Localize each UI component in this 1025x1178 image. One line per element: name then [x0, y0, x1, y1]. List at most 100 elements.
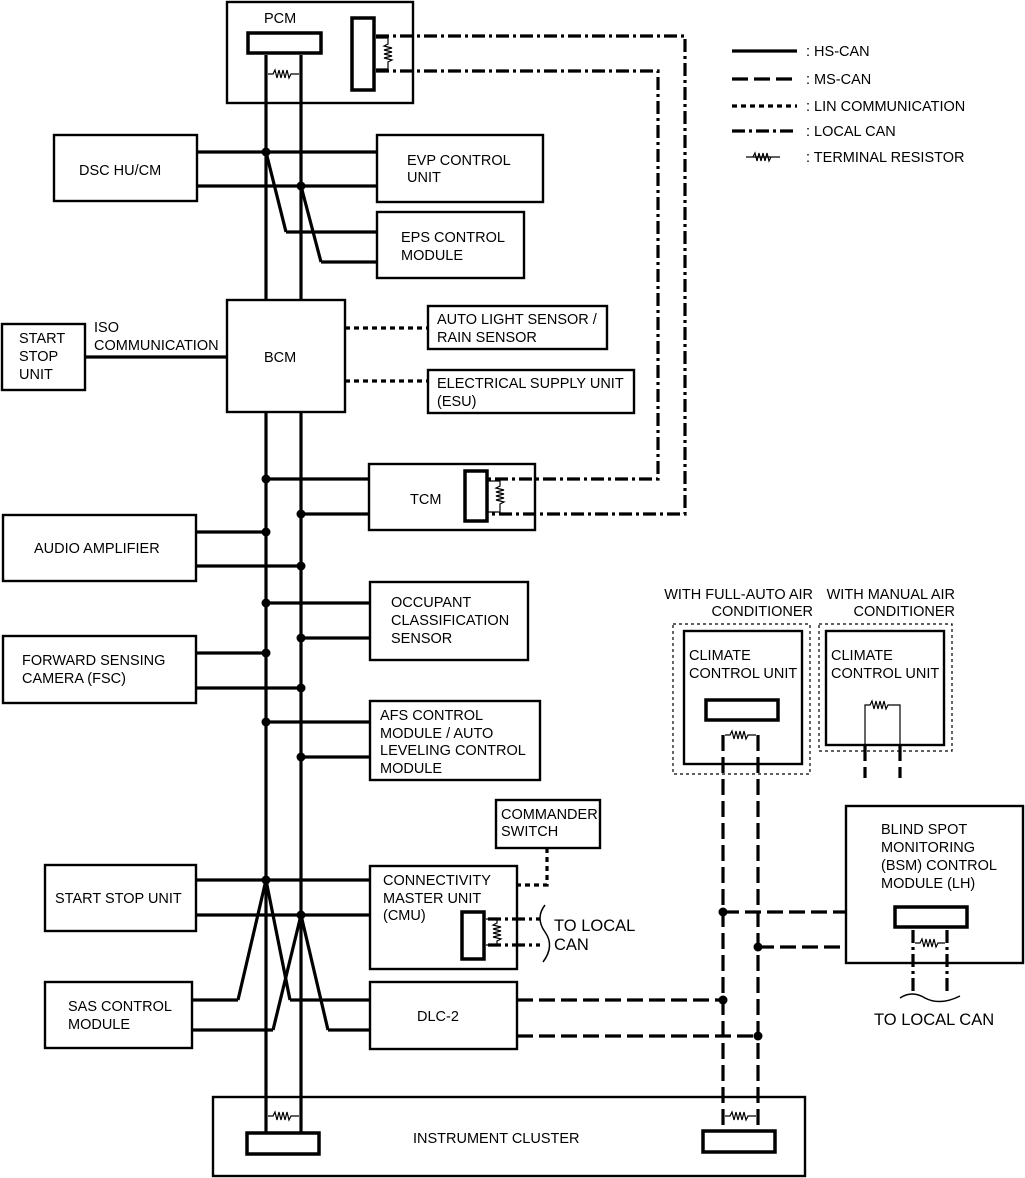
tcm-local-connector-icon — [463, 469, 489, 523]
dlc2-label: DLC-2 — [417, 1009, 459, 1025]
bsm-to-local-can-label: TO LOCAL CAN — [874, 1011, 994, 1029]
sas-label-1: SAS CONTROL — [68, 999, 172, 1015]
start-stop-unit-label: START STOP UNIT — [55, 891, 182, 907]
climate-b-terminal-resistor-icon — [864, 699, 901, 745]
legend-lin-label: : LIN COMMUNICATION — [806, 99, 965, 115]
terminal-resistor-icons — [268, 37, 945, 1122]
pcm-local-connector-icon — [350, 16, 376, 92]
eps-box — [375, 210, 526, 280]
cmu-to-local-can-label-2: CAN — [554, 936, 589, 954]
occupant-label-2: CLASSIFICATION — [391, 613, 509, 629]
legend: : HS-CAN : MS-CAN : LIN COMMUNICATION : … — [732, 44, 965, 166]
legend-hs-can-label: : HS-CAN — [806, 44, 870, 60]
legend-ms-can-label: : MS-CAN — [806, 72, 871, 88]
cmu-local-terminal-resistor-icon — [486, 918, 503, 946]
lin-lines — [345, 326, 549, 887]
afs-label-3: LEVELING CONTROL — [380, 743, 526, 759]
evp-box — [375, 133, 545, 204]
cluster-hs-terminal-resistor-icon — [268, 1110, 299, 1122]
audio-amp-label: AUDIO AMPLIFIER — [34, 541, 160, 557]
fsc-label-2: CAMERA (FSC) — [22, 671, 126, 687]
occupant-label-1: OCCUPANT — [391, 595, 471, 611]
bsm-label-1: BLIND SPOT — [881, 822, 967, 838]
esu-label-2: (ESU) — [437, 394, 476, 410]
cmu-label-2: MASTER UNIT — [383, 891, 481, 907]
start-stop-left-label-3: UNIT — [19, 367, 53, 383]
legend-local-can-label: : LOCAL CAN — [806, 124, 896, 140]
iso-label-2: COMMUNICATION — [94, 338, 219, 354]
dsc-box — [52, 133, 199, 203]
cmu-label-1: CONNECTIVITY — [383, 873, 491, 889]
legend-terminal-resistor-label: : TERMINAL RESISTOR — [806, 150, 964, 166]
commander-label-1: COMMANDER — [501, 807, 598, 823]
climate-b-label-1: CLIMATE — [831, 648, 893, 664]
pcm-label: PCM — [264, 11, 296, 27]
cluster-ms-connector-icon — [701, 1129, 777, 1154]
evp-label-2: UNIT — [407, 170, 441, 186]
connector-icons — [245, 16, 969, 1156]
terminal-resistor-icon — [746, 151, 780, 163]
pcm-hs-connector-icon — [246, 31, 323, 55]
instrument-cluster-label: INSTRUMENT CLUSTER — [413, 1131, 580, 1147]
esu-box — [426, 368, 636, 415]
full-auto-variant-frame — [672, 623, 811, 775]
cmu-label-3: (CMU) — [383, 908, 426, 924]
fsc-label-1: FORWARD SENSING — [22, 653, 165, 669]
manual-label-2: CONDITIONER — [854, 604, 956, 620]
cmu-local-connector-icon — [460, 910, 486, 961]
afs-label-4: MODULE — [380, 761, 442, 777]
fsc-box — [1, 634, 198, 705]
dsc-label: DSC HU/CM — [79, 163, 161, 179]
cluster-hs-connector-icon — [245, 1131, 321, 1156]
full-auto-label-1: WITH FULL-AUTO AIR — [664, 587, 813, 603]
afs-box — [368, 699, 542, 782]
pcm-hs-terminal-resistor-icon — [268, 68, 299, 80]
iso-label-1: ISO — [94, 320, 119, 336]
occupant-label-3: SENSOR — [391, 631, 452, 647]
occupant-box — [368, 580, 530, 662]
bcm-box — [225, 298, 347, 414]
hs-can-bus — [85, 55, 377, 1132]
climate-a-label-1: CLIMATE — [689, 648, 751, 664]
eps-label-2: MODULE — [401, 248, 463, 264]
climate-a-label-2: CONTROL UNIT — [689, 666, 797, 682]
start-stop-unit-box — [43, 863, 198, 933]
bsm-to-local-can-brace-icon — [899, 993, 961, 1003]
start-stop-left-box — [0, 322, 87, 392]
start-stop-left-label-2: STOP — [19, 349, 58, 365]
tcm-label: TCM — [410, 492, 441, 508]
start-stop-left-label-1: START — [19, 331, 65, 347]
evp-label-1: EVP CONTROL — [407, 153, 511, 169]
afs-label-1: AFS CONTROL — [380, 708, 483, 724]
full-auto-label-2: CONDITIONER — [712, 604, 814, 620]
climate-a-box — [682, 629, 804, 766]
auto-light-box — [426, 304, 609, 351]
commander-box — [494, 798, 602, 850]
cmu-to-local-can-brace-icon — [539, 904, 551, 963]
sas-label-2: MODULE — [68, 1017, 130, 1033]
eps-label-1: EPS CONTROL — [401, 230, 505, 246]
tcm-box — [367, 462, 537, 532]
manual-variant-frame — [818, 623, 953, 752]
bsm-connector-icon — [893, 905, 969, 929]
pcm-local-terminal-resistor-icon — [376, 37, 394, 70]
cmu-to-local-can-label-1: TO LOCAL — [554, 917, 635, 935]
sas-box — [43, 980, 194, 1050]
afs-label-2: MODULE / AUTO — [380, 726, 493, 742]
commander-label-2: SWITCH — [501, 824, 558, 840]
esu-label-1: ELECTRICAL SUPPLY UNIT — [437, 376, 624, 392]
ms-can-lines — [517, 735, 902, 1132]
bsm-label-2: MONITORING — [881, 840, 975, 856]
bsm-box — [844, 804, 1025, 965]
bsm-label-4: MODULE (LH) — [881, 876, 975, 892]
auto-light-label-1: AUTO LIGHT SENSOR / — [437, 312, 598, 328]
cluster-ms-terminal-resistor-icon — [725, 1110, 756, 1122]
tcm-local-terminal-resistor-icon — [488, 480, 506, 513]
dlc2-box — [368, 980, 519, 1051]
climate-b-label-2: CONTROL UNIT — [831, 666, 939, 682]
bsm-label-3: (BSM) CONTROL — [881, 858, 997, 874]
manual-label-1: WITH MANUAL AIR — [827, 587, 955, 603]
bcm-label: BCM — [264, 350, 296, 366]
